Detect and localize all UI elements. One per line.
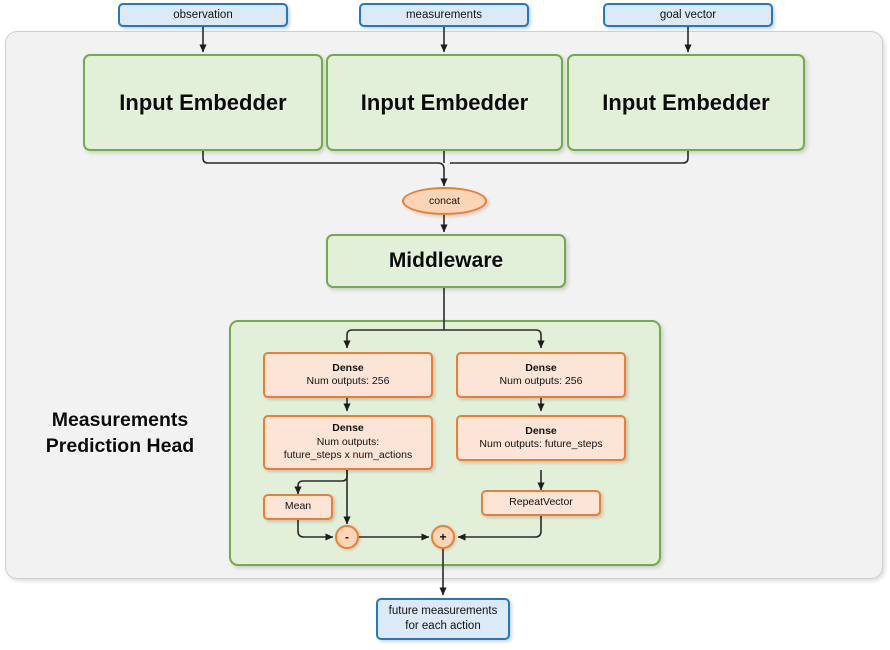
input-box-measurements[interactable]: measurements (359, 3, 529, 27)
subtract-symbol: - (345, 530, 349, 544)
module-title: Input Embedder (119, 89, 287, 115)
add-symbol: + (439, 530, 447, 544)
subtract-operator[interactable]: - (335, 525, 359, 549)
dense-title: Dense (525, 361, 557, 374)
prediction-head-label-line1: Measurements (51, 409, 189, 431)
middleware-box[interactable]: Middleware (326, 234, 566, 288)
module-title: Input Embedder (602, 89, 770, 115)
dense-left-2[interactable]: Dense Num outputs: future_steps x num_ac… (263, 415, 433, 470)
mean-box[interactable]: Mean (263, 494, 333, 520)
output-label-line2: for each action (405, 620, 481, 632)
module-title: Input Embedder (360, 89, 529, 115)
repeat-vector-box[interactable]: RepeatVector (481, 490, 601, 516)
dense-outputs: Num outputs: future_steps (479, 438, 603, 450)
input-label: observation (173, 9, 233, 21)
add-operator[interactable]: + (431, 525, 455, 549)
dense-outputs-detail: future_steps x num_actions (283, 449, 413, 462)
repeat-vector-label: RepeatVector (509, 496, 573, 509)
dense-outputs: Num outputs: (316, 435, 380, 448)
input-label: goal vector (659, 9, 717, 21)
module-title: Middleware (388, 249, 504, 272)
dense-left-1[interactable]: Dense Num outputs: 256 (263, 352, 433, 398)
dense-title: Dense (332, 422, 364, 435)
mean-label: Mean (284, 500, 312, 513)
dense-right-2[interactable]: Dense Num outputs: future_steps (456, 415, 626, 461)
output-label-line1: future measurements (388, 604, 498, 617)
input-embedder-goal-vector[interactable]: Input Embedder (567, 54, 805, 151)
dense-title: Dense (525, 424, 557, 437)
input-box-goal-vector[interactable]: goal vector (603, 3, 773, 27)
input-box-observation[interactable]: observation (118, 3, 288, 27)
input-embedder-measurements[interactable]: Input Embedder (326, 54, 563, 151)
input-label: measurements (405, 9, 483, 21)
concat-label: concat (429, 195, 460, 207)
dense-title: Dense (332, 361, 364, 374)
prediction-head-label: Measurements Prediction Head (20, 408, 220, 459)
output-box-future-measurements[interactable]: future measurements for each action (376, 598, 510, 640)
concat-node[interactable]: concat (402, 187, 487, 215)
dense-outputs: Num outputs: 256 (306, 375, 390, 387)
input-embedder-observation[interactable]: Input Embedder (83, 54, 323, 151)
dense-right-1[interactable]: Dense Num outputs: 256 (456, 352, 626, 398)
prediction-head-label-line2: Prediction Head (45, 434, 195, 457)
dense-outputs: Num outputs: 256 (499, 375, 583, 387)
